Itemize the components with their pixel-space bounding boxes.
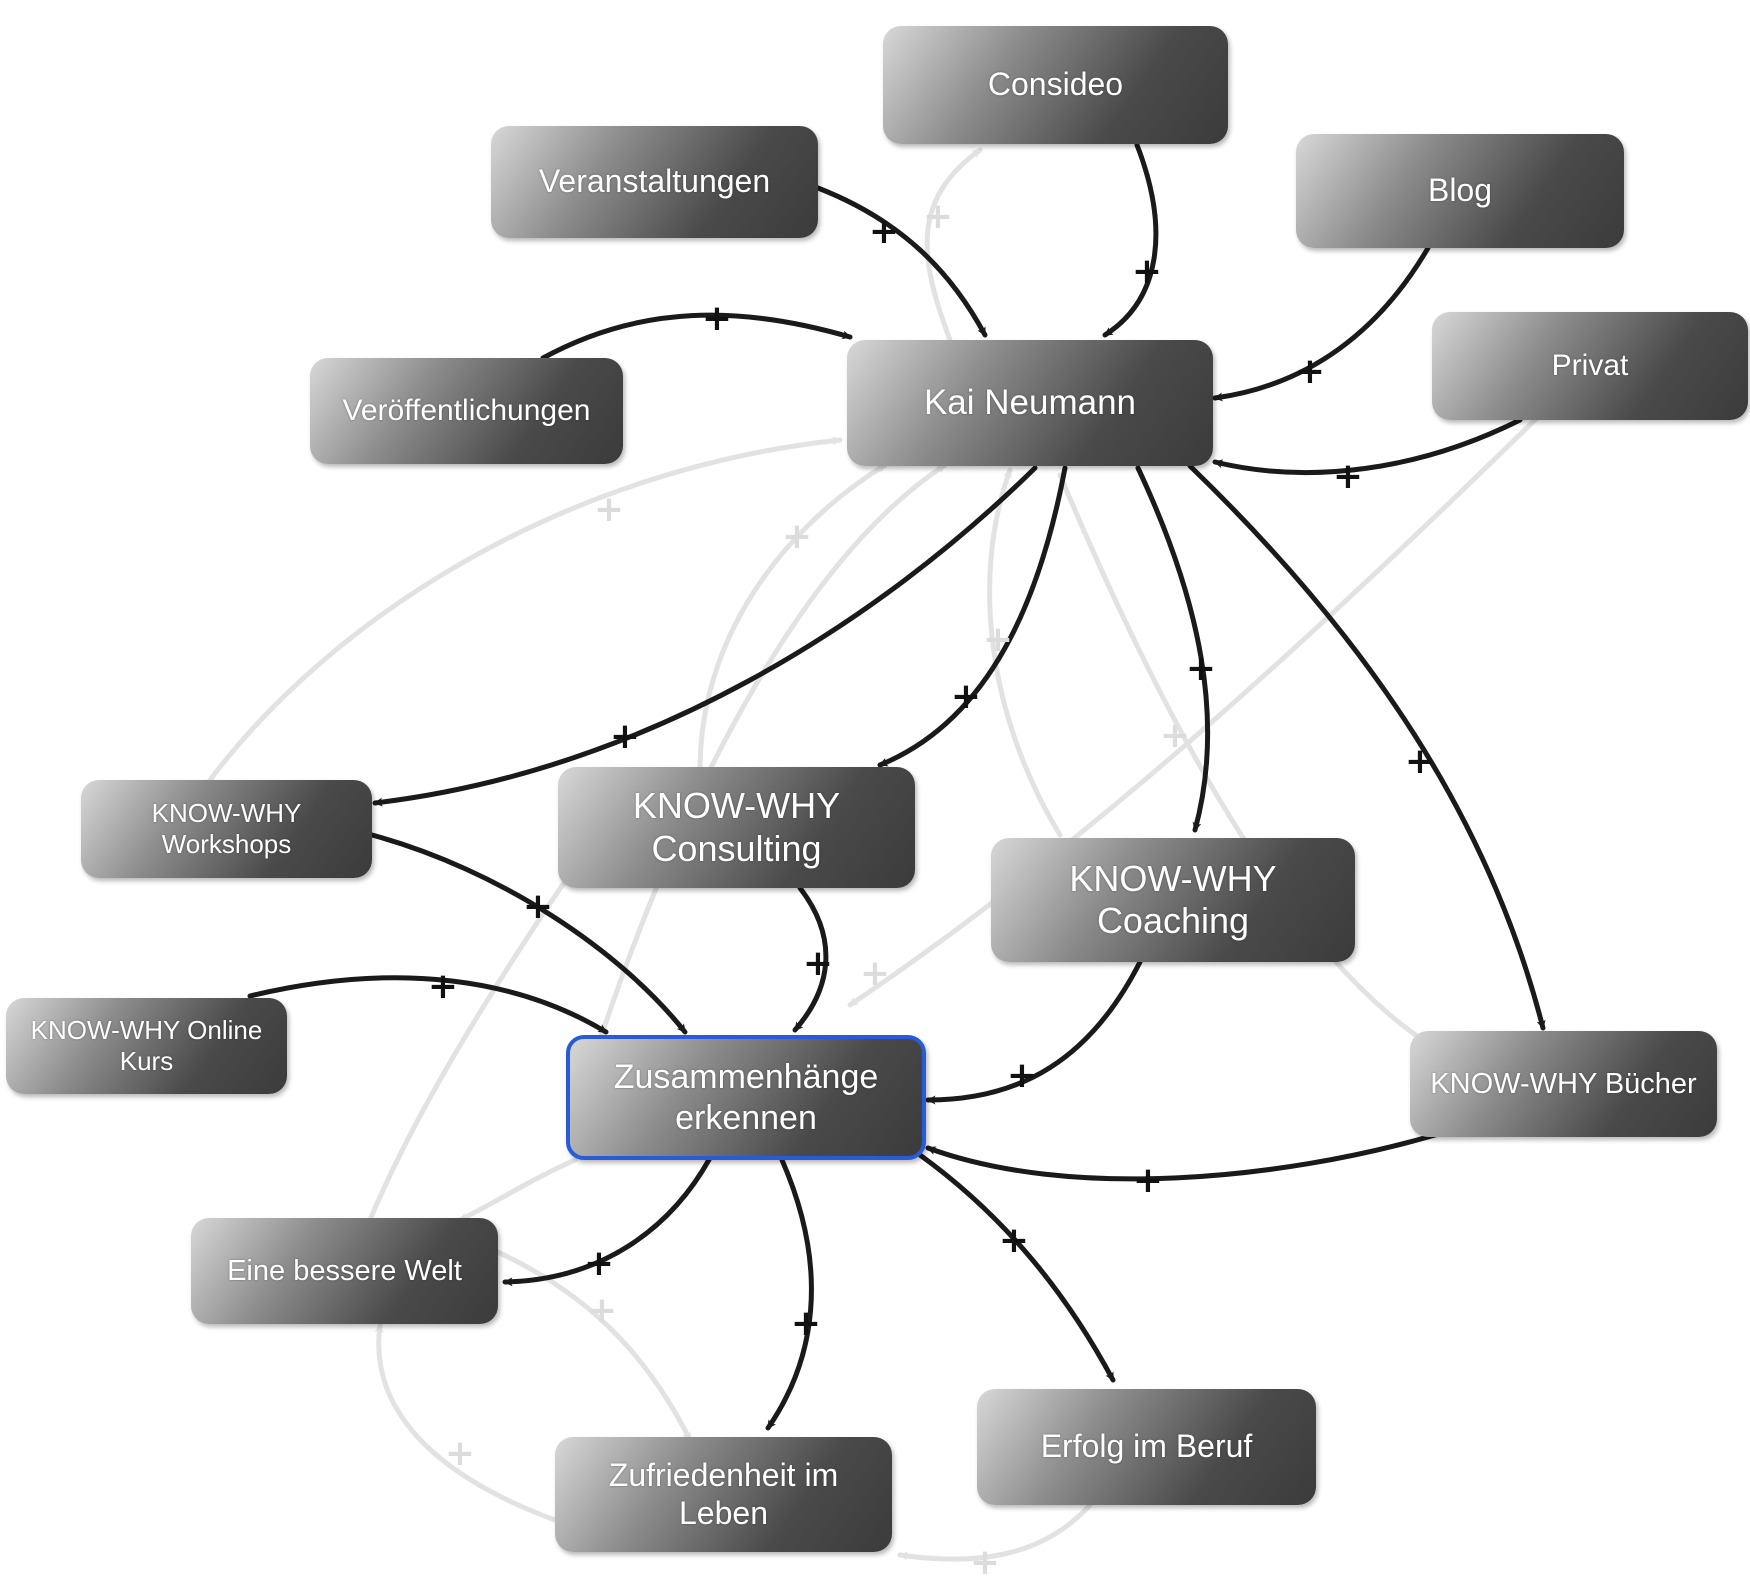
link-kai-coaching[interactable] bbox=[1135, 465, 1211, 833]
link-zusammen-welt-strong[interactable] bbox=[502, 1155, 713, 1287]
sign-zusammen-erfolg: + bbox=[999, 1220, 1029, 1261]
sign-zusammen-welt: + bbox=[584, 1243, 614, 1284]
node-zufriedenheit-im-leben[interactable]: Zufriedenheit im Leben bbox=[555, 1437, 892, 1552]
sign-blog-kai: + bbox=[1295, 351, 1325, 392]
link-coaching-kai[interactable] bbox=[987, 467, 1063, 838]
sign-faint-welt-zufrieden: + bbox=[587, 1290, 617, 1331]
link-zusammen-kai[interactable] bbox=[597, 462, 948, 1043]
link-consideo-kai[interactable] bbox=[1102, 142, 1159, 338]
link-workshops-kai[interactable] bbox=[207, 436, 843, 783]
sign-coaching-zusammen: + bbox=[1007, 1055, 1037, 1096]
link-privat-kai[interactable] bbox=[1212, 417, 1523, 475]
sign-consulting-zusammen: + bbox=[803, 943, 833, 984]
link-welt-zufrieden[interactable] bbox=[467, 1237, 693, 1443]
node-veranstaltungen[interactable]: Veranstaltungen bbox=[491, 126, 818, 238]
node-privat[interactable]: Privat bbox=[1432, 312, 1748, 420]
node-zusammenhaenge-erkennen[interactable]: Zusammenhänge erkennen bbox=[566, 1035, 926, 1160]
link-kai-consideo-faint[interactable] bbox=[924, 147, 983, 343]
sign-consideo-kai: + bbox=[1132, 251, 1162, 292]
sign-faint-kai-consideo: + bbox=[923, 196, 953, 237]
link-zusammen-zufrieden[interactable] bbox=[765, 1157, 814, 1431]
sign-kai-buecher: + bbox=[1405, 741, 1435, 782]
sign-faint-privat-zusammen: + bbox=[860, 953, 890, 994]
link-blog-kai[interactable] bbox=[1212, 245, 1431, 402]
node-kai-neumann[interactable]: Kai Neumann bbox=[847, 340, 1213, 466]
node-blog[interactable]: Blog bbox=[1296, 134, 1624, 248]
strong-links bbox=[247, 142, 1546, 1431]
link-zusammen-erfolg[interactable] bbox=[917, 1152, 1116, 1383]
link-kai-buecher[interactable] bbox=[1187, 463, 1546, 1031]
link-kai-consulting[interactable] bbox=[877, 465, 1068, 768]
sign-online-zusammen: + bbox=[428, 966, 458, 1007]
link-coaching-zusammen[interactable] bbox=[925, 959, 1143, 1105]
sign-veroeffentlichungen-kai: + bbox=[702, 298, 732, 339]
sign-faint-consulting-kai: + bbox=[782, 516, 812, 557]
node-know-why-workshops[interactable]: KNOW-WHY Workshops bbox=[81, 780, 372, 878]
link-privat-zusammen[interactable] bbox=[847, 412, 1543, 1008]
sign-kai-consulting: + bbox=[951, 676, 981, 717]
sign-kai-workshops: + bbox=[610, 716, 640, 757]
link-veranstaltungen-kai[interactable] bbox=[815, 185, 988, 338]
sign-faint-workshops-kai: + bbox=[594, 489, 624, 530]
sign-privat-kai: + bbox=[1333, 456, 1363, 497]
link-consulting-zusammen[interactable] bbox=[792, 885, 829, 1033]
node-know-why-coaching[interactable]: KNOW-WHY Coaching bbox=[991, 838, 1355, 962]
node-eine-bessere-welt[interactable]: Eine bessere Welt bbox=[191, 1218, 498, 1324]
node-veroeffentlichungen[interactable]: Veröffentlichungen bbox=[310, 358, 623, 464]
link-erfolg-zufrieden[interactable] bbox=[897, 1502, 1093, 1562]
sign-faint-zufrieden-welt: + bbox=[445, 1433, 475, 1474]
node-erfolg-im-beruf[interactable]: Erfolg im Beruf bbox=[977, 1389, 1316, 1505]
link-buecher-zusammen[interactable] bbox=[925, 1132, 1438, 1182]
sign-veranstaltungen-kai: + bbox=[869, 211, 899, 252]
sign-faint-erfolg-zufrieden: + bbox=[970, 1542, 1000, 1583]
link-online-zusammen[interactable] bbox=[247, 975, 609, 1035]
link-veroeffentlichungen-kai[interactable] bbox=[540, 312, 853, 361]
link-zufrieden-welt[interactable] bbox=[374, 1322, 558, 1523]
link-kai-workshops[interactable] bbox=[372, 465, 1038, 807]
polarity-labels: + + + + + + + + + + + + + + + + + + + + … bbox=[428, 196, 1435, 1583]
sign-buecher-zusammen: + bbox=[1133, 1160, 1163, 1201]
node-know-why-online-kurs[interactable]: KNOW-WHY Online Kurs bbox=[6, 998, 287, 1094]
sign-faint-buecher-kai: + bbox=[1160, 715, 1190, 756]
link-workshops-welt[interactable] bbox=[367, 842, 593, 1223]
link-buecher-kai[interactable] bbox=[1057, 472, 1433, 1048]
sign-workshops-zusammen: + bbox=[523, 886, 553, 927]
node-know-why-consulting[interactable]: KNOW-WHY Consulting bbox=[558, 767, 915, 888]
sign-zusammen-zufrieden: + bbox=[791, 1303, 821, 1344]
sign-kai-coaching: + bbox=[1186, 648, 1216, 689]
link-zusammen-welt[interactable] bbox=[457, 1157, 578, 1223]
faint-links bbox=[207, 147, 1543, 1562]
node-consideo[interactable]: Consideo bbox=[883, 26, 1228, 144]
link-consulting-kai[interactable] bbox=[697, 462, 888, 773]
link-workshops-zusammen[interactable] bbox=[369, 832, 688, 1035]
sign-faint-coaching-kai: + bbox=[983, 619, 1013, 660]
node-know-why-buecher[interactable]: KNOW-WHY Bücher bbox=[1410, 1031, 1717, 1137]
